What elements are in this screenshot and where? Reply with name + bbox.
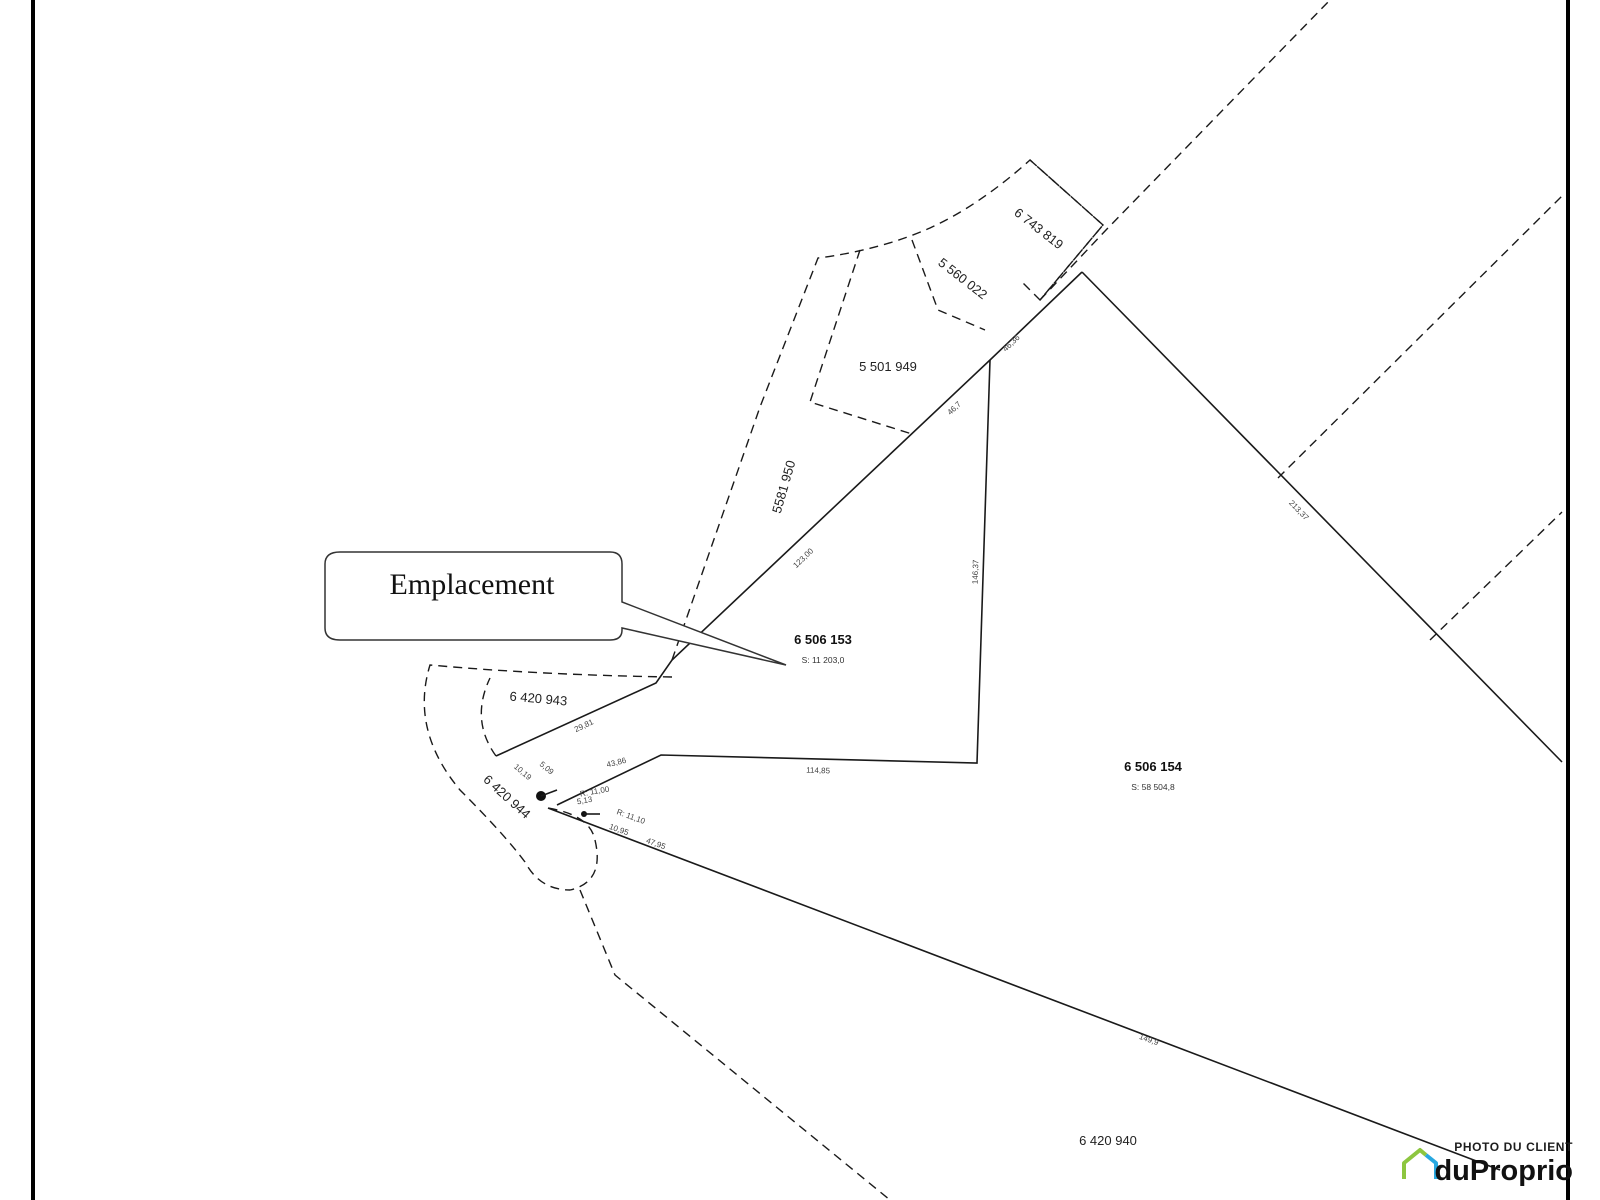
dashed-6420943: [423, 664, 673, 891]
lot-6743819-number: 6 743 819: [1011, 205, 1066, 252]
lot-boundaries-solid: [495, 271, 1563, 1171]
measurement-label: R: 11,10: [615, 807, 646, 826]
measurement-label: 46,7: [946, 399, 964, 417]
dashed-south: [579, 889, 891, 1200]
lot-5581950-number: 5581 950: [769, 459, 798, 515]
emplacement-callout: Emplacement: [324, 551, 787, 666]
dashed-6420943-inner: [480, 677, 497, 757]
lot-6506153-area: S: 11 203,0: [802, 655, 845, 665]
plan-frame: [31, 0, 1570, 1200]
duproprio-watermark: PHOTO DU CLIENT duProprio: [1402, 1140, 1573, 1187]
measurement-label: 114,85: [806, 766, 831, 776]
boundary-6506153-east: [556, 359, 991, 806]
measurement-label: 10,19: [512, 762, 534, 782]
boundary-northeast-diagonal: [1081, 271, 1563, 763]
measurement-label: 149,9: [1138, 1032, 1160, 1047]
watermark-caption: PHOTO DU CLIENT: [1454, 1140, 1573, 1154]
dashed-east-2: [1429, 511, 1563, 641]
dashed-top-right: [1039, 0, 1331, 301]
lot-6506154-area: S: 58 504,8: [1131, 782, 1175, 792]
measurement-label: 123,00: [791, 546, 815, 570]
lot-5501949-number: 5 501 949: [859, 359, 917, 374]
lot-6420943-number: 6 420 943: [509, 689, 568, 709]
callout-bubble: [324, 551, 787, 666]
measurement-label: 146,37: [971, 559, 981, 584]
lot-labels: 6 506 153 S: 11 203,0 6 506 154 S: 58 50…: [480, 205, 1182, 1148]
dashed-road-top: [671, 159, 1104, 661]
lot-6506154-number: 6 506 154: [1124, 759, 1183, 774]
survey-points: [536, 789, 600, 817]
lot-5560022-number: 5 560 022: [935, 255, 990, 302]
measurement-labels: 46,36 46,7 123,00 146,37 29,81 114,85 43…: [512, 333, 1311, 1048]
dashed-6743819: [1019, 159, 1104, 302]
watermark-brand: duProprio: [1434, 1155, 1573, 1187]
measurement-label: 46,36: [1001, 333, 1022, 354]
dashed-east-1: [1277, 195, 1563, 479]
measurement-label: 5,09: [538, 760, 556, 777]
measurement-label: 5,13: [576, 795, 593, 807]
dashed-5501949: [809, 249, 913, 435]
lot-6420940-number: 6 420 940: [1079, 1133, 1137, 1148]
lot-6506153-number: 6 506 153: [794, 632, 852, 647]
boundary-north-diagonal: [495, 271, 1083, 757]
boundary-southeast: [547, 807, 1501, 1171]
lot-boundaries-dashed: [423, 0, 1563, 1200]
duproprio-house-icon: [1402, 1148, 1438, 1179]
measurement-label: 43,86: [606, 756, 628, 770]
callout-label: Emplacement: [390, 568, 556, 601]
dashed-5560022: [911, 239, 986, 331]
